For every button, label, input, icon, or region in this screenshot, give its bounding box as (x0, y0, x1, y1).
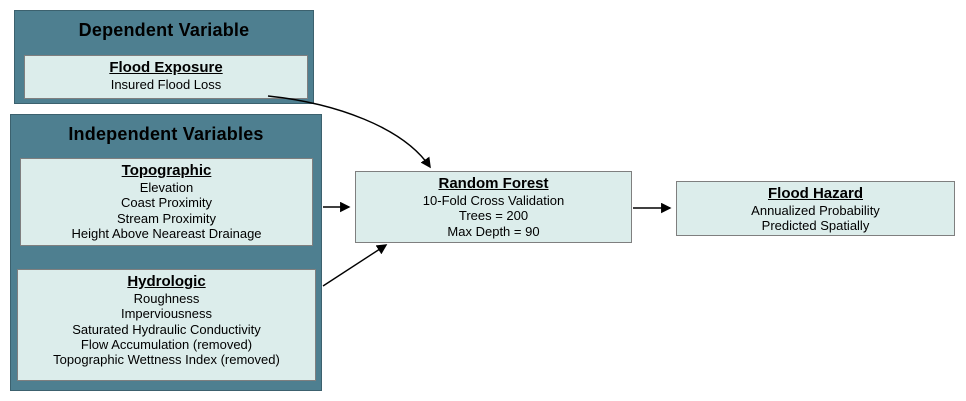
topographic-item: Stream Proximity (117, 210, 216, 226)
flood-exposure-title: Flood Exposure (109, 59, 223, 76)
flood-hazard-node: Flood Hazard Annualized Probability Pred… (676, 181, 955, 236)
flood-hazard-item: Annualized Probability (751, 203, 880, 218)
flood-hazard-item: Predicted Spatially (761, 218, 870, 234)
topographic-item: Height Above Neareast Drainage (71, 225, 262, 241)
hydrologic-item: Roughness (133, 291, 200, 306)
random-forest-node: Random Forest 10-Fold Cross Validation T… (355, 171, 632, 243)
topographic-item: Coast Proximity (120, 195, 213, 211)
random-forest-item: 10-Fold Cross Validation (422, 193, 565, 208)
topographic-item: Elevation (139, 180, 194, 195)
flood-exposure-node: Flood Exposure Insured Flood Loss (24, 55, 308, 99)
hydrologic-item: Saturated Hydraulic Conductivity (72, 321, 261, 337)
hydrologic-item: Imperviousness (120, 306, 213, 322)
flood-exposure-item: Insured Flood Loss (110, 77, 222, 92)
hydrologic-item: Topographic Wettness Index (removed) (53, 352, 280, 368)
flood-hazard-title: Flood Hazard (767, 185, 863, 202)
dependent-variable-group-title: Dependent Variable (78, 20, 250, 40)
topographic-node: Topographic Elevation Coast Proximity St… (20, 158, 313, 246)
random-forest-title: Random Forest (438, 175, 549, 192)
hydrologic-node: Hydrologic Roughness Imperviousness Satu… (17, 269, 316, 381)
random-forest-item: Max Depth = 90 (447, 223, 540, 239)
random-forest-item: Trees = 200 (458, 208, 529, 224)
hydrologic-item: Flow Accumulation (removed) (80, 336, 253, 352)
arrow-hydrologic-to-random-forest (322, 244, 388, 287)
independent-variables-group-title: Independent Variables (68, 124, 264, 144)
hydrologic-title: Hydrologic (127, 273, 206, 290)
topographic-title: Topographic (121, 162, 212, 179)
